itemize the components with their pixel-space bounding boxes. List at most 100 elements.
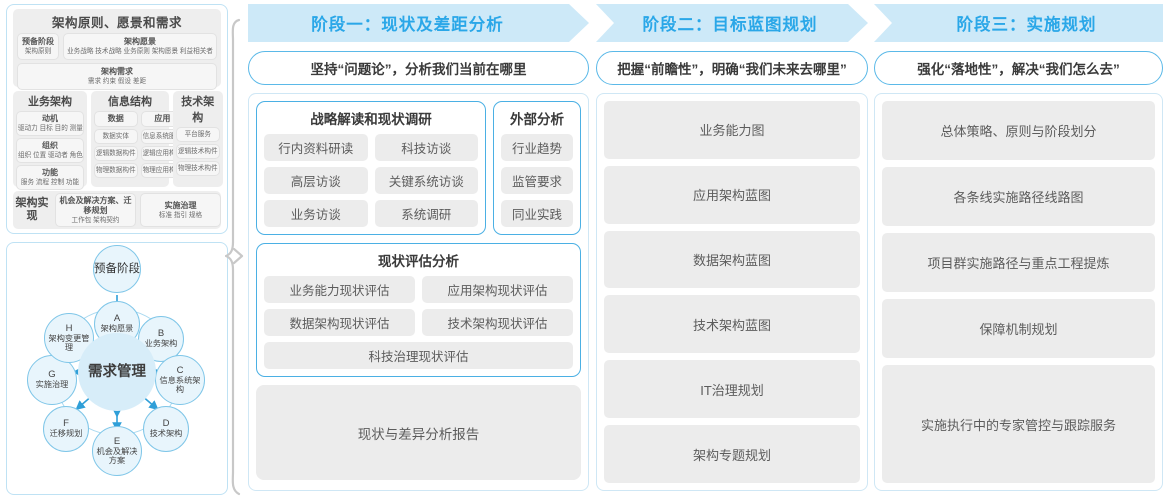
information-system-service-label: 信息系统服务 bbox=[142, 133, 183, 140]
physical-data-component: 物理数据构件 bbox=[94, 163, 138, 178]
tile-data-architecture-blueprint[interactable]: 数据架构蓝图 bbox=[604, 230, 860, 289]
phase-3-body: 总体策略、原则与阶段划分 各条线实施路径线路图 项目群实施路径与重点工程提炼 保… bbox=[874, 93, 1163, 491]
tile-executive-interview[interactable]: 高层访谈 bbox=[264, 167, 368, 194]
adm-node-c[interactable]: C 信息系统架构 bbox=[155, 355, 205, 405]
tile-business-capability-map[interactable]: 业务能力图 bbox=[604, 101, 860, 159]
physical-application-component-label: 物理应用构件 bbox=[142, 167, 183, 174]
tile-technology-interview[interactable]: 科技访谈 bbox=[374, 134, 478, 161]
organization-title: 组织 bbox=[42, 141, 58, 150]
current-state-assessment-group: 现状评估分析 业务能力现状评估 应用架构现状评估 数据架构现状评估 技术架构现状… bbox=[256, 243, 581, 377]
architecture-requirement-box: 架构需求 需求 约束 假设 差距 bbox=[17, 63, 217, 90]
architecture-realization-text: 架构实现 bbox=[15, 197, 49, 222]
tile-expert-oversight-tracking-service[interactable]: 实施执行中的专家管控与跟踪服务 bbox=[882, 365, 1155, 483]
adm-node-g[interactable]: G 实施治理 bbox=[27, 355, 77, 405]
tile-regulatory-requirements[interactable]: 监管要求 bbox=[501, 167, 573, 194]
tile-system-research[interactable]: 系统调研 bbox=[374, 200, 478, 227]
tile-industry-trends[interactable]: 行业趋势 bbox=[501, 134, 573, 161]
business-architecture-title: 业务架构 bbox=[28, 96, 72, 108]
phase-2-header-text: 阶段二：目标蓝图规划 bbox=[642, 16, 818, 34]
architecture-vision-title: 架构愿景 bbox=[124, 37, 156, 46]
logical-data-component-label: 逻辑数据构件 bbox=[96, 150, 136, 157]
phase-3-chevron-icon bbox=[874, 4, 1163, 42]
opportunities-migration-title: 机会及解决方案、迁移规划 bbox=[59, 195, 132, 215]
function-title: 功能 bbox=[42, 168, 58, 177]
tile-assurance-mechanism-plan[interactable]: 保障机制规划 bbox=[882, 299, 1155, 358]
current-state-assessment-title: 现状评估分析 bbox=[378, 254, 459, 269]
tile-technology-governance-assessment[interactable]: 科技治理现状评估 bbox=[264, 342, 573, 369]
tile-application-architecture-assessment[interactable]: 应用架构现状评估 bbox=[422, 276, 573, 303]
application-subcolumn: 应用 信息系统服务 逻辑应用构件 物理应用构件 bbox=[140, 111, 185, 180]
phase-2-items: 业务能力图 应用架构蓝图 数据架构蓝图 技术架构蓝图 IT治理规划 架构专题规划 bbox=[604, 101, 860, 483]
tile-technology-architecture-blueprint[interactable]: 技术架构蓝图 bbox=[604, 295, 860, 354]
external-analysis-title: 外部分析 bbox=[510, 112, 564, 127]
assessment-row: 数据架构现状评估 技术架构现状评估 bbox=[264, 309, 573, 336]
technology-architecture-title: 技术架构 bbox=[181, 96, 215, 124]
tile-overall-strategy-principles-phasing[interactable]: 总体策略、原则与阶段划分 bbox=[882, 101, 1155, 160]
opportunities-migration-block: 机会及解决方案、迁移规划 工作包 架构契约 bbox=[55, 193, 136, 227]
gap-analysis-report[interactable]: 现状与差异分析报告 bbox=[256, 385, 581, 480]
adm-center-label: 需求管理 bbox=[88, 363, 146, 380]
data-entity: 数据实体 bbox=[94, 129, 138, 144]
platform-service: 平台服务 bbox=[176, 127, 220, 142]
data-subcolumn: 数据 数据实体 逻辑数据构件 物理数据构件 bbox=[94, 111, 138, 180]
adm-node-b-letter: B bbox=[157, 328, 165, 340]
strategy-research-group: 战略解读和现状调研 行内资料研读 科技访谈 高层访谈 关键系统访谈 业务访谈 系… bbox=[256, 101, 486, 235]
adm-node-preliminary-label: 预备阶段 bbox=[94, 262, 140, 275]
adm-node-b-label: 业务架构 bbox=[144, 339, 178, 349]
tile-program-roadmap-key-projects[interactable]: 项目群实施路径与重点工程提炼 bbox=[882, 233, 1155, 292]
opportunities-migration-sub: 工作包 架构契约 bbox=[71, 216, 120, 224]
external-analysis-group: 外部分析 行业趋势 监管要求 同业实践 bbox=[493, 101, 581, 235]
adm-node-f[interactable]: F 迁移规划 bbox=[43, 406, 89, 452]
adm-node-preliminary[interactable]: 预备阶段 bbox=[93, 245, 141, 293]
tile-application-architecture-blueprint[interactable]: 应用架构蓝图 bbox=[604, 165, 860, 224]
physical-technology-component-label: 物理技术构件 bbox=[178, 165, 218, 172]
physical-data-component-label: 物理数据构件 bbox=[96, 167, 136, 174]
phase-3-items: 总体策略、原则与阶段划分 各条线实施路径线路图 项目群实施路径与重点工程提炼 保… bbox=[882, 101, 1155, 483]
organization-sub: 组织 位置 驱动者 角色 bbox=[18, 152, 83, 159]
tile-data-architecture-assessment[interactable]: 数据架构现状评估 bbox=[264, 309, 415, 336]
adm-node-e-letter: E bbox=[113, 435, 121, 447]
data-header: 数据 bbox=[94, 111, 138, 127]
tile-peer-practices[interactable]: 同业实践 bbox=[501, 200, 573, 227]
phase-3-slogan: 强化“落地性”，解决“我们怎么去” bbox=[874, 51, 1163, 85]
platform-service-label: 平台服务 bbox=[184, 131, 211, 138]
adm-node-h[interactable]: H 架构变更管理 bbox=[44, 313, 94, 363]
section-title: 架构原则、愿景和需求 bbox=[51, 16, 182, 30]
tile-key-system-interview[interactable]: 关键系统访谈 bbox=[374, 167, 478, 194]
implementation-governance-title: 实施治理 bbox=[164, 200, 197, 210]
tile-business-interview[interactable]: 业务访谈 bbox=[264, 200, 368, 227]
preliminary-phase-box: 预备阶段 架构原则 bbox=[17, 33, 59, 60]
strategy-research-title: 战略解读和现状调研 bbox=[310, 112, 432, 127]
tile-technology-architecture-assessment[interactable]: 技术架构现状评估 bbox=[422, 309, 573, 336]
adm-node-e[interactable]: E 机会及解决方案 bbox=[92, 426, 142, 476]
phase-2-body: 业务能力图 应用架构蓝图 数据架构蓝图 技术架构蓝图 IT治理规划 架构专题规划 bbox=[596, 93, 868, 491]
phase-3: 阶段三：实施规划 强化“落地性”，解决“我们怎么去” 总体策略、原则与阶段划分 … bbox=[874, 4, 1163, 491]
phase-1-chevron-icon bbox=[248, 4, 589, 42]
architecture-requirement-title: 架构需求 bbox=[101, 67, 133, 76]
phase-3-header-text: 阶段三：实施规划 bbox=[956, 16, 1097, 34]
adm-cycle-panel: 预备阶段 A 架构愿景 B 业务架构 C 信息系统架构 D 技术架构 bbox=[6, 242, 228, 495]
business-architecture-column: 业务架构 动机 驱动力 目标 目的 测量 组织 组织 位置 驱动者 角色 功能 bbox=[13, 91, 87, 190]
adm-node-a-letter: A bbox=[113, 313, 121, 325]
adm-node-d[interactable]: D 技术架构 bbox=[143, 406, 189, 452]
function-sub: 服务 流程 控制 功能 bbox=[20, 179, 80, 186]
motivation-block: 动机 驱动力 目标 目的 测量 bbox=[16, 111, 84, 136]
tile-business-line-roadmap[interactable]: 各条线实施路径线路图 bbox=[882, 167, 1155, 226]
adm-node-requirements-management[interactable]: 需求管理 bbox=[78, 333, 156, 411]
adm-node-f-letter: F bbox=[63, 418, 69, 430]
phase-1: 阶段一：现状及差距分析 坚持“问题论”，分析我们当前在哪里 战略解读和现状调研 … bbox=[248, 4, 589, 491]
tile-it-governance-plan[interactable]: IT治理规划 bbox=[604, 360, 860, 419]
function-block: 功能 服务 流程 控制 功能 bbox=[16, 165, 84, 190]
phase-2: 阶段二：目标蓝图规划 把握“前瞻性”，明确“我们未来去哪里” 业务能力图 应用架… bbox=[596, 4, 868, 491]
architecture-realization-label: 架构实现 bbox=[13, 193, 51, 227]
tile-architecture-topic-plan[interactable]: 架构专题规划 bbox=[604, 425, 860, 483]
phase-3-header: 阶段三：实施规划 bbox=[874, 4, 1163, 42]
brace-icon bbox=[223, 18, 244, 496]
strategy-row: 行内资料研读 科技访谈 bbox=[264, 134, 478, 161]
logical-technology-component: 逻辑技术构件 bbox=[176, 144, 220, 159]
tile-internal-material-study[interactable]: 行内资料研读 bbox=[264, 134, 368, 161]
implementation-governance-sub: 标准 指引 规格 bbox=[158, 211, 203, 219]
external-analysis-items: 行业趋势 监管要求 同业实践 bbox=[501, 134, 573, 227]
tile-business-capability-assessment[interactable]: 业务能力现状评估 bbox=[264, 276, 415, 303]
logical-data-component: 逻辑数据构件 bbox=[94, 146, 138, 161]
